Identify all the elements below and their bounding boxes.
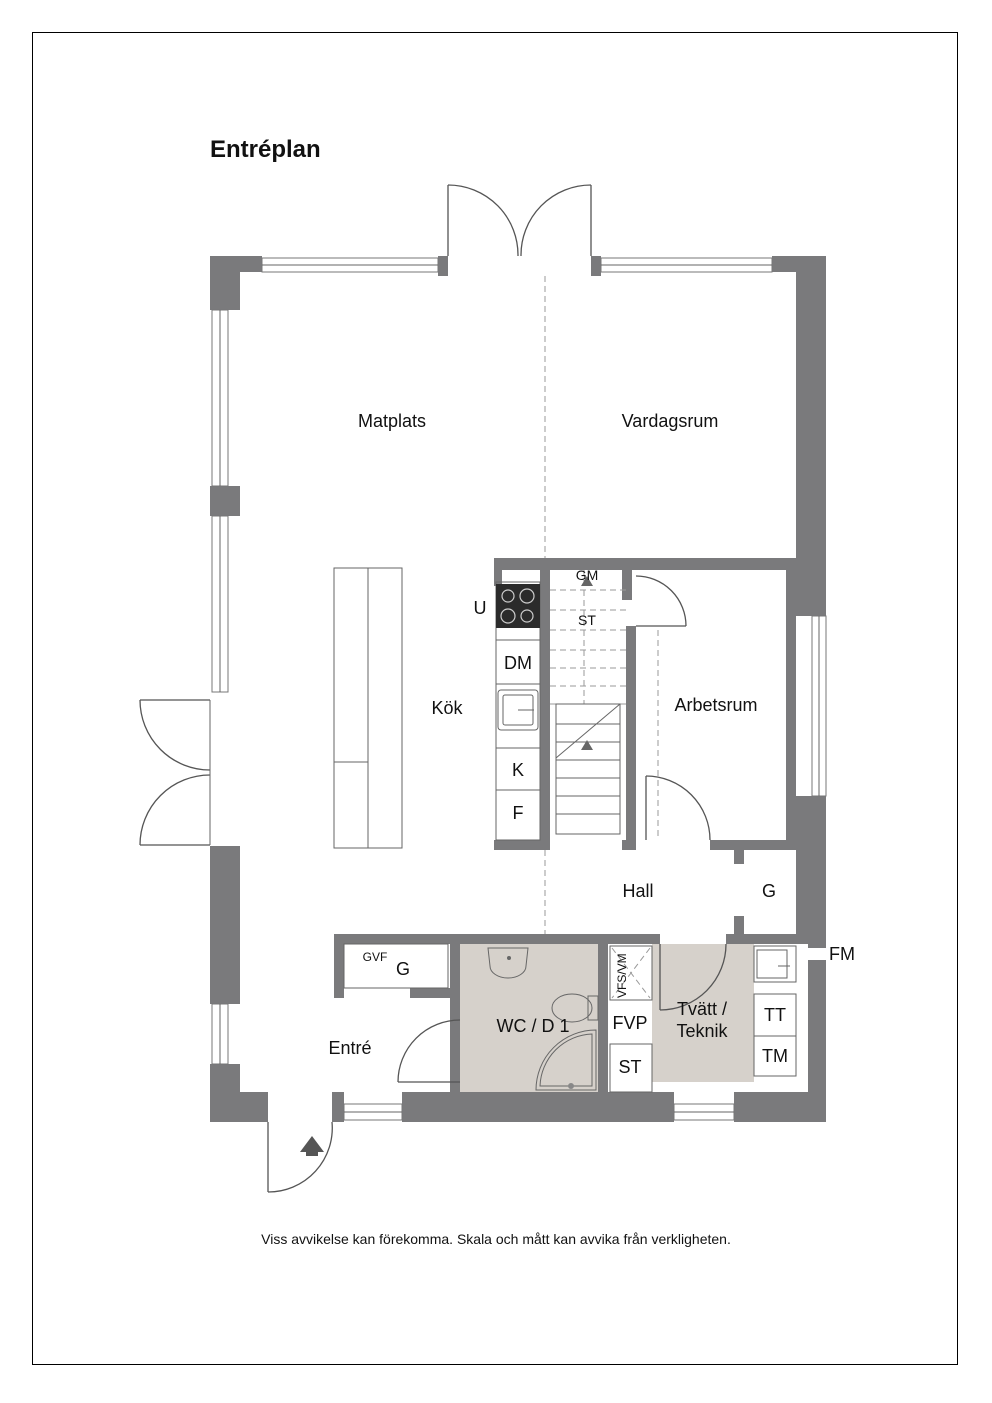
entre-closet bbox=[343, 943, 449, 989]
room-label-hall: Hall bbox=[622, 881, 653, 901]
tvatt-floor bbox=[652, 944, 754, 1082]
fixture-label-tvatt-st: ST bbox=[618, 1057, 641, 1077]
fixture-label-stair-st: ST bbox=[578, 612, 596, 628]
room-label-wc: WC / D 1 bbox=[496, 1016, 569, 1036]
fixture-label-k: K bbox=[512, 760, 524, 780]
room-label-entre: Entré bbox=[328, 1038, 371, 1058]
fixture-label-tt: TT bbox=[764, 1005, 786, 1025]
wc-fixtures bbox=[487, 947, 599, 1091]
entrance-arrow-icon bbox=[300, 1136, 324, 1156]
fixture-label-vfs-vm: VFS/VM bbox=[615, 953, 629, 998]
fixture-label-entre-g: G bbox=[396, 959, 410, 979]
room-label-arbetsrum: Arbetsrum bbox=[674, 695, 757, 715]
room-label-vardagsrum: Vardagsrum bbox=[622, 411, 719, 431]
room-label-tvatt-2: Teknik bbox=[676, 1021, 728, 1041]
windows bbox=[211, 257, 827, 1121]
staircase bbox=[550, 570, 659, 840]
fixture-label-tm: TM bbox=[762, 1046, 788, 1066]
page-title: Entréplan bbox=[210, 136, 321, 163]
interior-walls bbox=[334, 558, 796, 1092]
kitchen-fixtures bbox=[333, 567, 541, 849]
tvatt-fixtures bbox=[609, 945, 797, 1093]
doors bbox=[139, 184, 727, 1193]
fixture-label-fm: FM bbox=[829, 944, 855, 964]
fixture-label-fvp: FVP bbox=[612, 1013, 647, 1033]
wc-floor bbox=[460, 944, 598, 1092]
fixture-label-gm: GM bbox=[576, 567, 599, 583]
disclaimer-text: Viss avvikelse kan förekomma. Skala och … bbox=[261, 1231, 731, 1247]
fixture-label-u: U bbox=[474, 598, 487, 618]
room-label-tvatt-1: Tvätt / bbox=[677, 999, 727, 1019]
fixture-label-dm: DM bbox=[504, 653, 532, 673]
room-label-kok: Kök bbox=[431, 698, 463, 718]
room-label-matplats: Matplats bbox=[358, 411, 426, 431]
fixture-label-f: F bbox=[513, 803, 524, 823]
page-frame bbox=[32, 32, 958, 1365]
fixture-label-hall-g: G bbox=[762, 881, 776, 901]
exterior-walls bbox=[210, 256, 826, 1122]
fixture-label-gvf: GVF bbox=[363, 950, 388, 964]
